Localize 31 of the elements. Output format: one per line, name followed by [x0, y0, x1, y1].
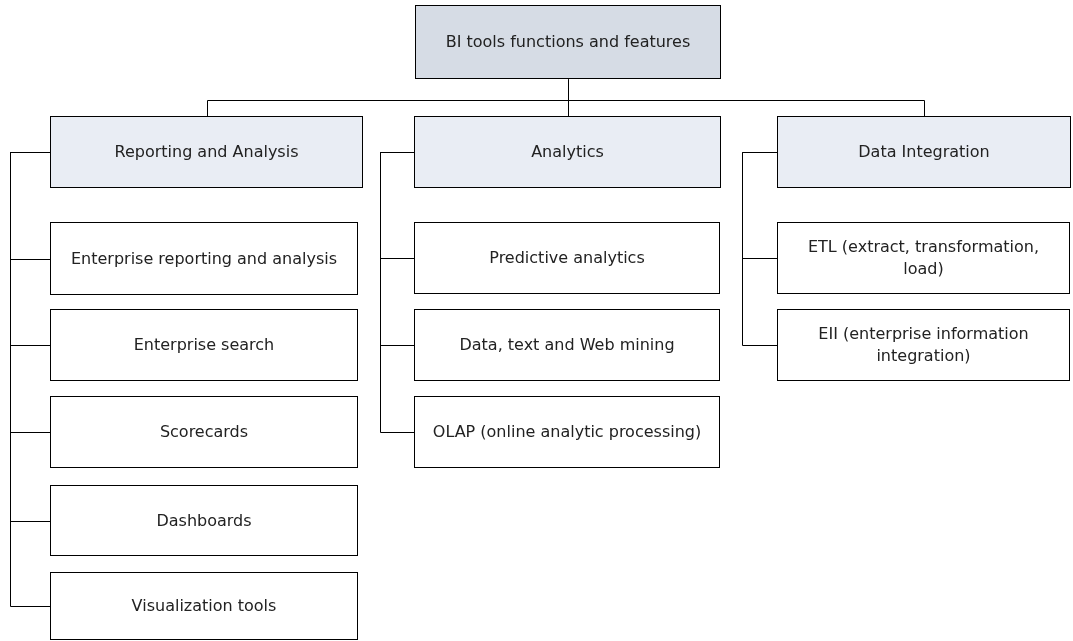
- category-box: [777, 116, 1071, 188]
- node-label: Data Integration: [858, 141, 990, 163]
- node-label: Analytics: [531, 141, 604, 163]
- item-box: [50, 485, 358, 556]
- node-label: BI tools functions and features: [445, 31, 691, 53]
- node-label: Visualization tools: [131, 595, 277, 617]
- connector-line: [10, 152, 51, 607]
- node-label: Scorecards: [159, 421, 249, 443]
- category-box: [414, 116, 721, 188]
- item-box: [777, 222, 1070, 294]
- connector-line: [742, 152, 778, 346]
- item-box: [50, 396, 358, 468]
- node-label: ETL (extract, transformation, load): [807, 236, 1040, 280]
- node-label: Predictive analytics: [489, 247, 645, 269]
- node-label: OLAP (online analytic processing): [432, 421, 702, 443]
- category-box: [50, 116, 363, 188]
- node-label: Data, text and Web mining: [459, 334, 675, 356]
- node-label: EII (enterprise information integration): [817, 323, 1030, 367]
- node-label: Enterprise search: [133, 334, 275, 356]
- connector-line: [380, 152, 415, 433]
- item-box: [50, 572, 358, 640]
- item-box: [414, 396, 720, 468]
- root-box: [415, 5, 721, 79]
- item-box: [414, 222, 720, 294]
- item-box: [50, 309, 358, 381]
- node-label: Dashboards: [156, 509, 252, 532]
- node-label: Enterprise reporting and analysis: [70, 247, 338, 270]
- item-box: [50, 222, 358, 295]
- item-box: [414, 309, 720, 381]
- item-box: [777, 309, 1070, 381]
- node-label: Reporting and Analysis: [114, 141, 299, 163]
